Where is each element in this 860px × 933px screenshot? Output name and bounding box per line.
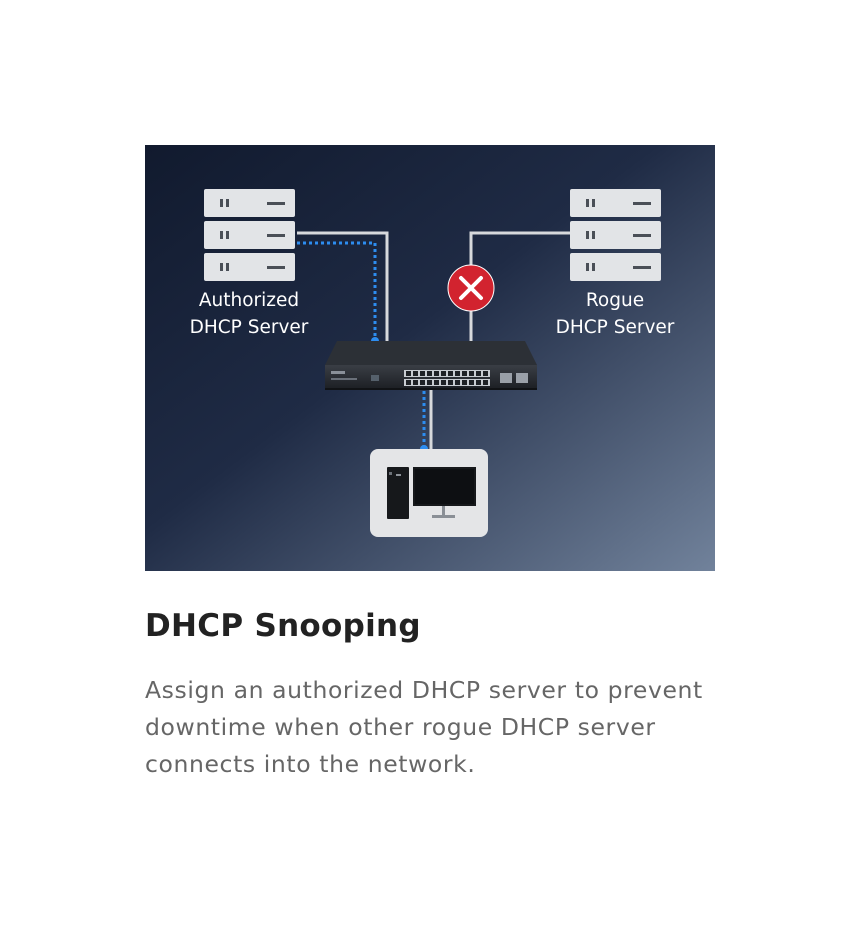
authorized-server-label-line2: DHCP Server	[190, 317, 309, 338]
cables	[297, 231, 570, 450]
authorized-cable	[297, 231, 389, 342]
x-icon	[447, 264, 495, 312]
dhcp-snooping-diagram: Authorized DHCP Server Rogue DHCP Server	[145, 145, 715, 571]
rogue-server-label-line1: Rogue	[586, 290, 644, 311]
dotted-links	[297, 241, 426, 449]
feature-title: DHCP Snooping	[145, 608, 421, 644]
rogue-server-icon	[570, 189, 661, 281]
rogue-cable	[469, 231, 570, 277]
authorized-dhcp-path	[297, 241, 377, 341]
rogue-server-label-line2: DHCP Server	[556, 317, 675, 338]
authorized-server-icon	[204, 189, 295, 281]
authorized-server-label-line1: Authorized	[199, 290, 299, 311]
feature-description: Assign an authorized DHCP server to prev…	[145, 676, 703, 778]
client-computer-icon	[370, 449, 488, 537]
network-switch-icon	[325, 341, 537, 390]
